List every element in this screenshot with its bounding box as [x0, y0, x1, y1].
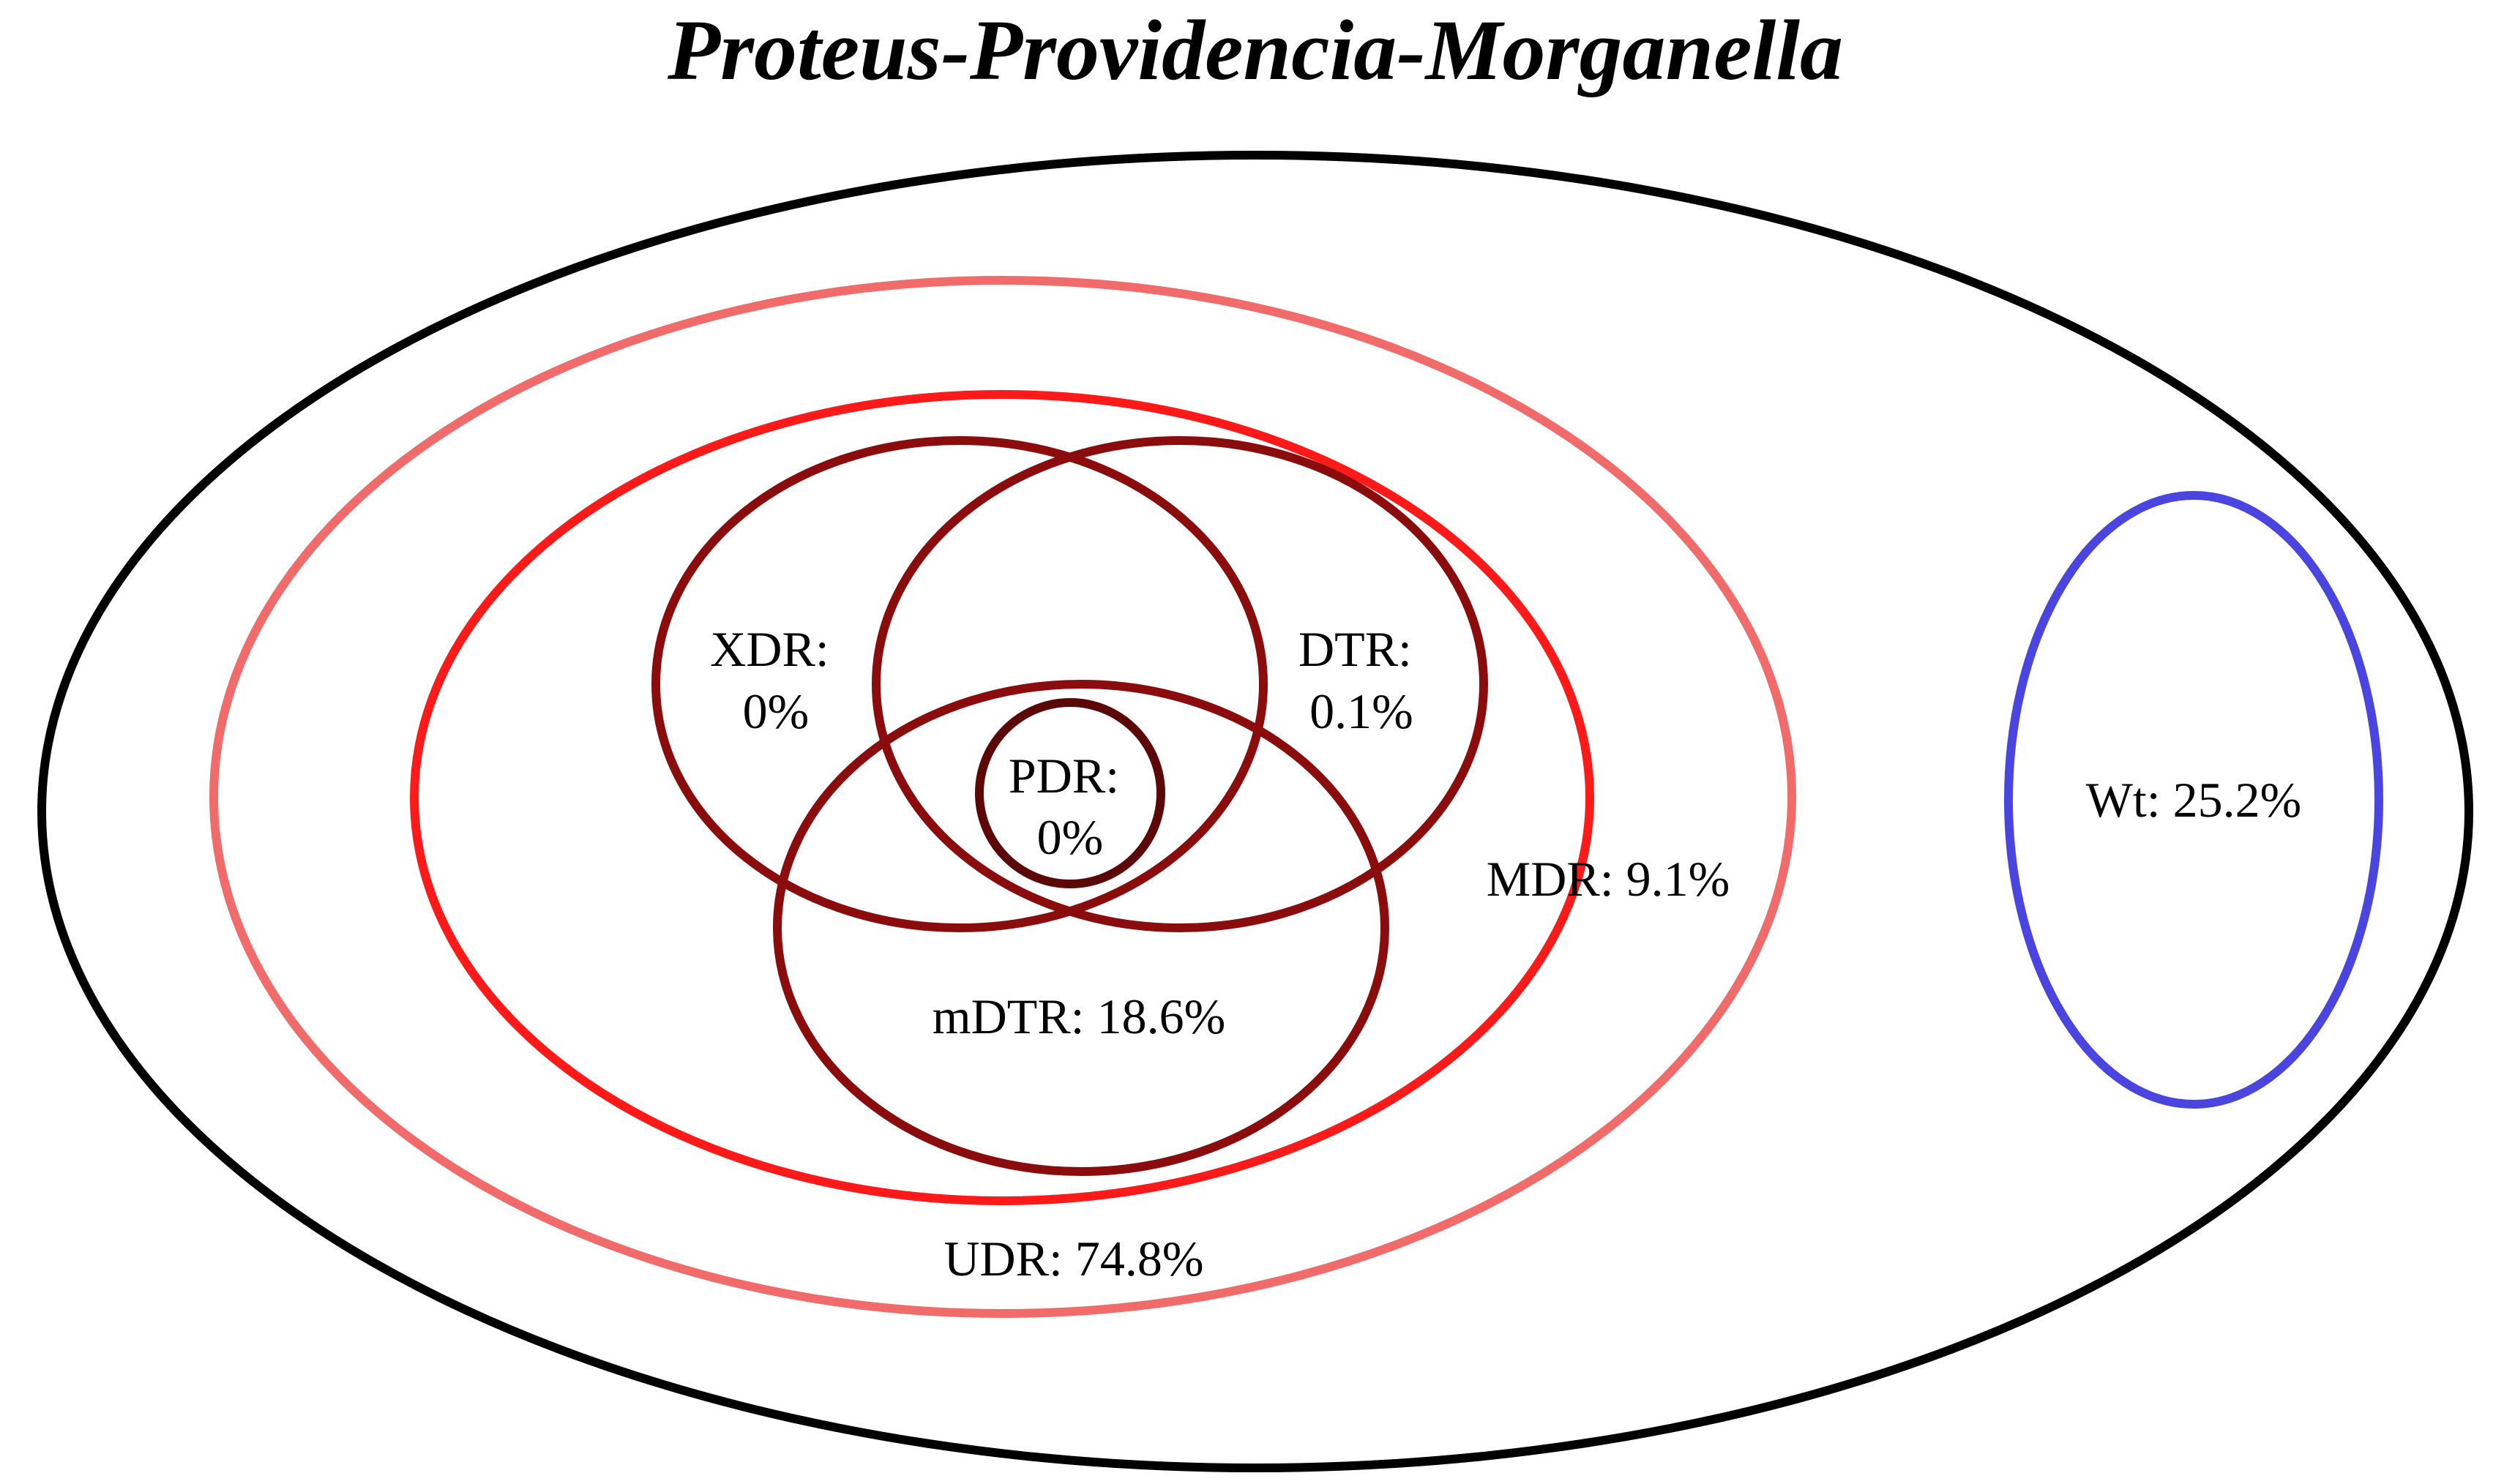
diagram-title: Proteus-Providencia-Morganella: [667, 2, 1843, 98]
mdr-ellipse: [410, 390, 1594, 1205]
mdr-label: MDR: 9.1%: [1487, 851, 1730, 907]
dtr-ellipse: [872, 436, 1488, 932]
pdr-label-value: 0%: [1037, 809, 1104, 865]
pdr-ellipse: [975, 698, 1165, 888]
dtr-label-name: DTR:: [1298, 621, 1412, 677]
pdr-label-name: PDR:: [1009, 748, 1119, 803]
all-isolates-ellipse: [37, 151, 2473, 1472]
mdtr-label: mDTR: 18.6%: [933, 989, 1225, 1044]
udr-ellipse: [209, 276, 1796, 1318]
dtr-label: DTR: 0.1%: [1298, 621, 1424, 739]
xdr-label-name: XDR:: [710, 621, 829, 677]
xdr-ellipse: [651, 436, 1268, 932]
wt-label: Wt: 25.2%: [2086, 772, 2302, 828]
udr-label: UDR: 74.8%: [943, 1231, 1203, 1286]
wt-ellipse: [2004, 491, 2383, 1109]
xdr-label: XDR: 0%: [710, 621, 841, 739]
dtr-label-value: 0.1%: [1309, 683, 1413, 739]
xdr-label-value: 0%: [743, 683, 810, 739]
mdtr-ellipse: [773, 680, 1389, 1176]
pdr-label: PDR: 0%: [1009, 748, 1132, 865]
